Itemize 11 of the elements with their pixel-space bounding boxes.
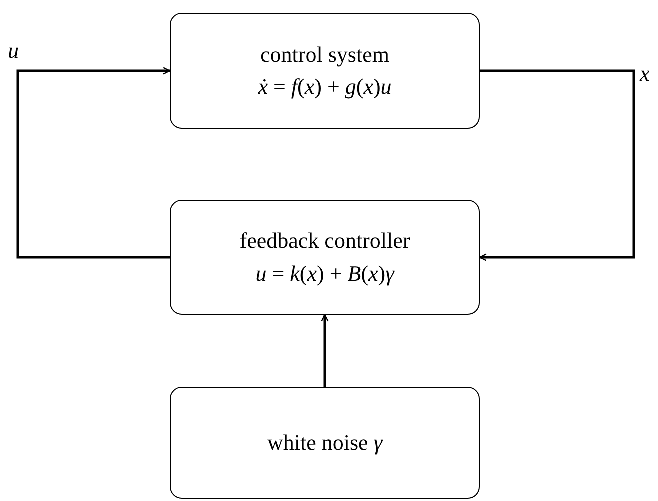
arrow bbox=[321, 314, 329, 387]
arrow bbox=[479, 70, 636, 262]
box-title: feedback controller bbox=[240, 228, 410, 254]
box-title: white noise γ bbox=[268, 430, 382, 456]
process-box bbox=[170, 200, 480, 315]
equation: u = k(x) + B(x)γ bbox=[256, 260, 394, 287]
box-title: control system bbox=[260, 42, 390, 68]
arrow bbox=[16, 67, 171, 259]
process-box bbox=[170, 13, 480, 129]
equation: ẋ = f(x) + g(x)u bbox=[258, 74, 392, 100]
process-box bbox=[170, 387, 480, 499]
